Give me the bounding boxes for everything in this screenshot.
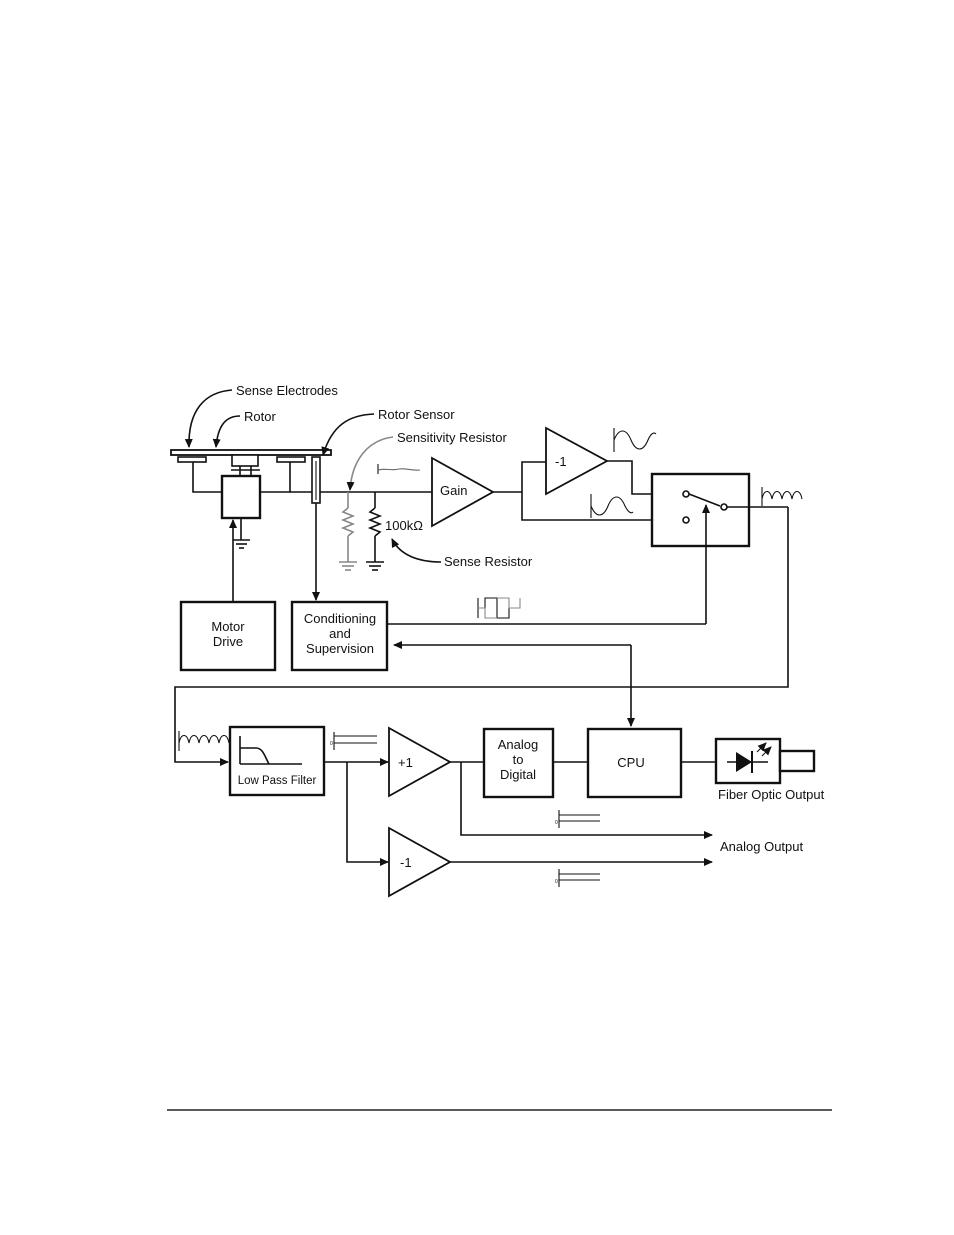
label-gain: Gain [440, 483, 467, 498]
zero-mark: 0 [555, 820, 558, 826]
sine-wave-icon [614, 428, 656, 452]
motor [222, 476, 260, 518]
switch-box [652, 474, 788, 546]
dc-level-icon [559, 869, 600, 887]
ground-icon [366, 562, 384, 570]
resistor-icon [370, 508, 380, 536]
rectified-wave-icon [762, 487, 802, 506]
dc-level-icon [559, 810, 600, 828]
label-sense-electrodes: Sense Electrodes [236, 383, 338, 398]
ground-icon [233, 540, 250, 548]
label-low-pass-filter: Low Pass Filter [238, 775, 317, 787]
label-conditioning: Conditioning [304, 611, 376, 626]
sensitivity-resistor [339, 492, 357, 570]
label-fiber-optic-output: Fiber Optic Output [718, 787, 825, 802]
label-resistor-value: 100kΩ [385, 518, 423, 533]
sense-resistor [366, 492, 384, 570]
label-cpu: CPU [617, 755, 644, 770]
sine-wave-icon [591, 494, 633, 518]
zero-mark: 0 [555, 879, 558, 885]
label-supervision: Supervision [306, 641, 374, 656]
label-drive: Drive [213, 634, 243, 649]
label-to: to [513, 752, 524, 767]
rectified-wave-icon [179, 731, 229, 751]
label-inverter-top: -1 [555, 454, 567, 469]
inverter-bottom [389, 828, 450, 896]
label-rotor: Rotor [244, 409, 276, 424]
dc-level-icon [334, 732, 377, 750]
square-wave-icon [478, 598, 520, 618]
label-analog-output: Analog Output [720, 839, 804, 854]
label-motor: Motor [211, 619, 245, 634]
zero-mark: 0 [330, 741, 333, 747]
label-buffer: +1 [398, 755, 413, 770]
label-sense-resistor: Sense Resistor [444, 554, 533, 569]
label-analog: Analog [498, 737, 538, 752]
small-signal-wave-icon [378, 464, 420, 474]
fiber-optic-transmitter [716, 739, 814, 783]
label-inverter-bottom: -1 [400, 855, 412, 870]
label-digital: Digital [500, 767, 536, 782]
label-sensitivity-resistor: Sensitivity Resistor [397, 430, 507, 445]
resistor-icon [343, 508, 353, 536]
label-rotor-sensor: Rotor Sensor [378, 407, 455, 422]
label-and: and [329, 626, 351, 641]
